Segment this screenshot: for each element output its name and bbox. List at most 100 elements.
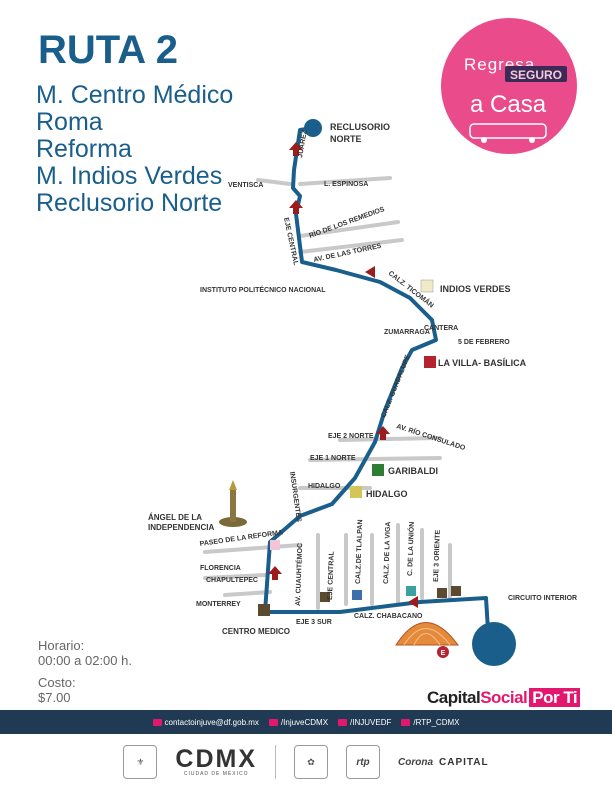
indios-verdes-label: INDIOS VERDES [440, 284, 511, 294]
angel-monument-icon [219, 480, 247, 527]
costo-value: $7.00 [38, 690, 71, 705]
metro-icon [451, 586, 461, 596]
facebook-icon [338, 718, 348, 726]
rtp-logo: rtp [346, 745, 380, 779]
stop-item: Roma [36, 108, 103, 136]
map-panel: RUTA 2 M. Centro Médico Roma Reforma M. … [10, 10, 602, 708]
metro-icon [406, 586, 416, 596]
reclusorio-label-2: NORTE [330, 134, 362, 144]
remedios-label: RÍO DE LOS REMEDIOS [308, 204, 386, 240]
indios-verdes-icon [420, 279, 434, 293]
cdmx-logo: CDMX CIUDAD DE MÉXICO [175, 745, 257, 778]
cdmx-text: CDMX [175, 745, 257, 773]
horario-value: 00:00 a 02:00 h. [38, 653, 132, 668]
tlalpan-label: CALZ.DE TLALPAN [355, 519, 364, 584]
stop-item: Reforma [36, 135, 132, 163]
union-label: C. DE LA UNIÓN [405, 522, 416, 576]
metro-icon [320, 592, 330, 602]
hidalgo-street-label: HIDALGO [308, 483, 341, 490]
zumarraga-label: ZUMARRAGA [384, 329, 430, 336]
coat-of-arms-icon: ⚜ [123, 745, 158, 779]
chabacano-label: CALZ. CHABACANO [354, 613, 423, 620]
facebook-text: /INJUVEDF [350, 717, 392, 727]
rtp-twitter-contact[interactable]: /RTP_CDMX [401, 718, 459, 727]
stop-item: M. Centro Médico [36, 81, 234, 109]
brand-a: Capital [427, 688, 481, 707]
centro-medico-label: CENTRO MEDICO [222, 627, 290, 636]
cantera-label: CANTERA [424, 325, 458, 332]
horario-label: Horario: [38, 638, 85, 653]
arrow-icon [289, 142, 303, 156]
chapultepec-label: CHAPULTEPEC [206, 577, 258, 584]
hidalgo-label: HIDALGO [366, 489, 408, 499]
viga-label: CALZ. DE LA VIGA [383, 522, 392, 585]
circuito-label: CIRCUITO INTERIOR [508, 595, 577, 602]
ventisca-label: VENTISCA [228, 182, 263, 189]
insurgentes-label: INSURGENTES [288, 471, 302, 522]
badge-highlight-bg [505, 66, 567, 82]
reclusorio-label: RECLUSORIO [330, 122, 390, 132]
bus-outline-icon [469, 123, 547, 139]
street-lines [203, 176, 452, 610]
guadalupe-label: CALZ. GUADALUPE [380, 354, 412, 419]
twitter-icon [268, 718, 278, 726]
divider [275, 745, 276, 779]
metro-letter: E [441, 650, 446, 657]
capital-text: CAPITAL [439, 756, 489, 768]
stop-item: Reclusorio Norte [36, 189, 223, 217]
angel-label-2: INDEPENDENCIA [148, 523, 214, 532]
cuauhtemoc-label: AV. CUAUHTÉMOC [293, 543, 304, 606]
stop-list: M. Centro Médico Roma Reforma M. Indios … [36, 82, 233, 217]
hidalgo-icon [350, 486, 362, 498]
costo-label: Costo: [38, 675, 76, 690]
cdmx-sub: CIUDAD DE MÉXICO [183, 771, 249, 777]
eje1-label: EJE 1 NORTE [310, 455, 356, 462]
eje3s-label: EJE 3 SUR [296, 619, 332, 626]
route-start-marker [304, 119, 322, 137]
espinosa-label: L. ESPINOSA [324, 181, 368, 188]
centro-medico-icon [258, 604, 270, 616]
wheel-icon [529, 137, 535, 143]
twitter-icon [401, 718, 411, 726]
febrero-label: 5 DE FEBRERO [458, 339, 510, 346]
twitter-contact[interactable]: /InjuveCDMX [268, 718, 328, 727]
garibaldi-icon [372, 464, 384, 476]
brand-c: Por Ti [529, 688, 581, 707]
eje3o-label: EJE 3 ORIENTE [433, 529, 442, 582]
garibaldi-label: GARIBALDI [388, 466, 438, 476]
badge-line2: a Casa [470, 91, 547, 118]
regresa-seguro-badge: Regresa SEGURO a Casa [441, 18, 577, 154]
arrow-icon [268, 566, 282, 580]
dome-icon: E [395, 622, 459, 658]
email-text: contactoinjuve@df.gob.mx [164, 717, 259, 727]
arrow-icon [365, 266, 375, 278]
badge-highlight: SEGURO [510, 68, 562, 82]
eje2-label: EJE 2 NORTE [328, 433, 374, 440]
eje-central-2-label: EJE CENTRAL [327, 551, 336, 601]
mail-icon [152, 718, 162, 726]
wheel-icon [481, 137, 487, 143]
arrow-icon [289, 200, 303, 214]
facebook-contact[interactable]: /INJUVEDF [338, 718, 391, 727]
route-map: E RECLUSORIO NORTE JUÁREZ VENTISCA L. ES… [148, 18, 577, 666]
corona-capital-logo: Corona CAPITAL [398, 757, 489, 768]
metro-icon [437, 588, 447, 598]
florencia-label: FLORENCIA [200, 565, 241, 572]
ipn-label: INSTITUTO POLITÉCNICO NACIONAL [200, 285, 326, 294]
sponsor-logos: ⚜ CDMX CIUDAD DE MÉXICO ✿ rtp Corona CAP… [0, 740, 612, 784]
contact-bar: contactoinjuve@df.gob.mx /InjuveCDMX /IN… [0, 710, 612, 734]
direction-arrows [268, 142, 418, 608]
brand-b: Social [480, 688, 528, 707]
villa-label: LA VILLA- BASÍLICA [438, 358, 527, 368]
email-contact[interactable]: contactoinjuve@df.gob.mx [152, 717, 259, 727]
metro-icon [352, 590, 362, 600]
arrow-icon [376, 426, 390, 440]
monterrey-label: MONTERREY [196, 601, 241, 608]
route-end-marker [472, 622, 516, 666]
stop-item: M. Indios Verdes [36, 162, 223, 190]
reforma-icon [270, 540, 280, 550]
route-title: RUTA 2 [38, 28, 178, 72]
injuve-logo-icon: ✿ [294, 745, 328, 779]
